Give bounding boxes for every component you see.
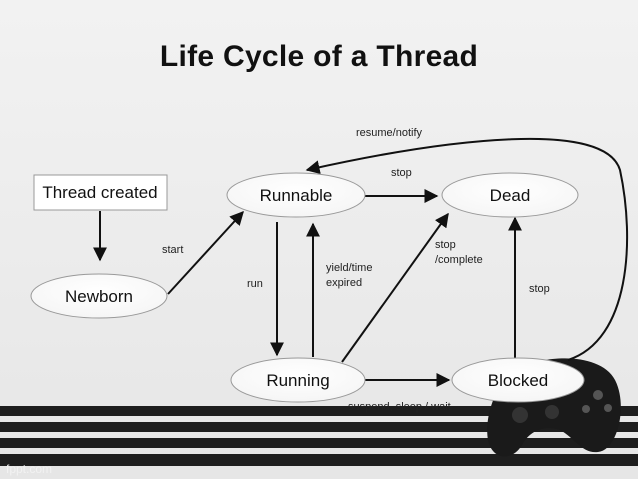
label-stop-running-1: stop (435, 239, 456, 251)
nodes: Thread created Newborn Runnable Running … (30, 172, 585, 403)
label-start: start (162, 244, 183, 256)
node-runnable-label: Runnable (260, 186, 333, 205)
label-stop-runnable-dead: stop (391, 167, 412, 179)
edge-running-dead (341, 212, 449, 363)
edge-labels: start run yield/time expired stop stop /… (162, 127, 550, 413)
node-blocked (451, 357, 585, 403)
label-stop-blocked-dead: stop (529, 283, 550, 295)
bottom-stripes (0, 406, 638, 466)
label-resume: resume/notify (356, 127, 423, 139)
node-dead-label: Dead (490, 186, 531, 205)
stripe (0, 406, 638, 416)
node-blocked-label: Blocked (488, 371, 548, 390)
label-run: run (247, 278, 263, 290)
node-running-label: Running (266, 371, 329, 390)
edges (93, 137, 629, 387)
node-running (230, 357, 366, 403)
stripe (0, 438, 638, 448)
page-title: Life Cycle of a Thread (159, 40, 479, 73)
node-newborn-label: Newborn (65, 287, 133, 306)
edge-blocked-runnable (305, 137, 629, 361)
stripe (0, 454, 638, 466)
footer-brand: fppt.com (6, 462, 53, 476)
edge-newborn-runnable (167, 210, 244, 295)
stripe (0, 422, 638, 432)
label-stop-running-2: /complete (435, 254, 483, 266)
node-thread-created-label: Thread created (42, 183, 157, 202)
node-thread-created (33, 174, 168, 211)
label-yield-2: expired (326, 277, 362, 289)
node-newborn (30, 273, 168, 319)
node-runnable (226, 172, 366, 218)
node-dead (441, 172, 579, 218)
label-yield-1: yield/time (326, 262, 372, 274)
label-suspend: suspend, sleep / wait (348, 401, 451, 413)
